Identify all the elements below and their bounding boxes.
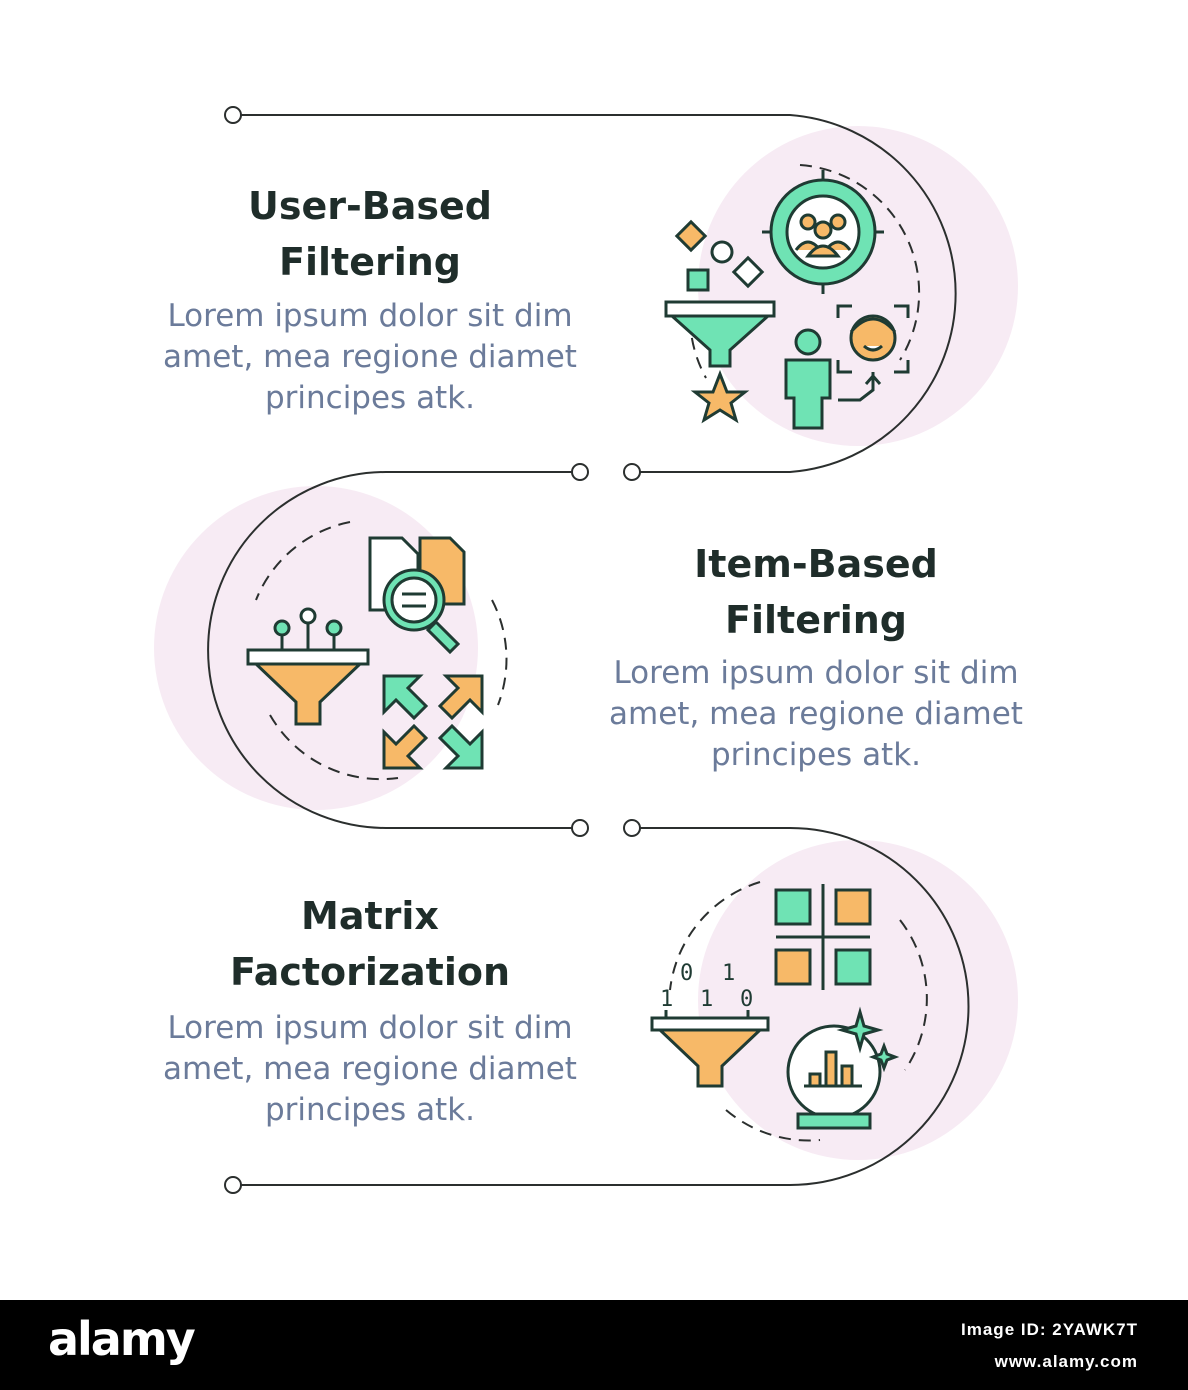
node-1b bbox=[623, 463, 641, 481]
node-1a bbox=[571, 463, 589, 481]
target-users-icon bbox=[762, 170, 884, 294]
node-end bbox=[224, 1176, 242, 1194]
document-search-icon bbox=[368, 536, 466, 655]
svg-text:1: 1 bbox=[700, 987, 713, 1012]
crystal-ball-chart-icon bbox=[786, 1006, 900, 1130]
connector-1 bbox=[241, 114, 957, 473]
brand-logo: alamy bbox=[48, 1312, 196, 1366]
svg-text:1: 1 bbox=[722, 961, 735, 986]
connector-2 bbox=[207, 471, 572, 829]
node-start bbox=[224, 106, 242, 124]
watermark-footer: alamy Image ID: 2YAWK7T www.alamy.com bbox=[0, 1300, 1188, 1390]
face-scan-icon bbox=[836, 304, 910, 402]
infographic: 0 1 1 1 0 User-Based Filtering Lorem ips… bbox=[154, 106, 1023, 1194]
dashed-ring-2c bbox=[491, 599, 508, 706]
binary-funnel-icon: 0 1 1 1 0 bbox=[650, 961, 770, 1088]
svg-text:0: 0 bbox=[680, 961, 693, 986]
star-icon bbox=[690, 369, 750, 424]
site-url: www.alamy.com bbox=[994, 1352, 1138, 1371]
connector-3 bbox=[241, 827, 970, 1186]
step-2-title: Item-Based Filtering bbox=[694, 542, 938, 642]
dashed-ring-2b bbox=[269, 714, 399, 781]
dashed-ring-3b bbox=[899, 919, 928, 1071]
image-id-label: Image ID: 2YAWK7T bbox=[961, 1320, 1138, 1339]
dashed-ring-3c bbox=[725, 1109, 821, 1142]
step-1-description: Lorem ipsum dolor sit dim amet, mea regi… bbox=[163, 298, 577, 416]
step-3-title: Matrix Factorization bbox=[229, 894, 511, 994]
step-3-description: Lorem ipsum dolor sit dim amet, mea regi… bbox=[163, 1010, 577, 1128]
step-2-description: Lorem ipsum dolor sit dim amet, mea regi… bbox=[609, 655, 1023, 773]
person-icon bbox=[784, 328, 832, 430]
collapse-arrows-icon bbox=[382, 674, 484, 770]
svg-text:1: 1 bbox=[660, 987, 673, 1012]
step-1-title: User-Based Filtering bbox=[248, 184, 492, 284]
dashed-ring-3 bbox=[669, 881, 761, 991]
node-2a bbox=[571, 819, 589, 837]
dashed-ring-2 bbox=[255, 521, 351, 601]
scattered-shapes-icon bbox=[674, 219, 765, 292]
dashed-ring-1 bbox=[799, 164, 921, 361]
svg-text:0: 0 bbox=[740, 987, 753, 1012]
node-2b bbox=[623, 819, 641, 837]
funnel-icon bbox=[664, 300, 776, 368]
matrix-grid-icon bbox=[774, 884, 872, 990]
funnel-dots-icon bbox=[246, 607, 370, 726]
connector-diagram: 0 1 1 1 0 bbox=[154, 106, 1018, 1194]
